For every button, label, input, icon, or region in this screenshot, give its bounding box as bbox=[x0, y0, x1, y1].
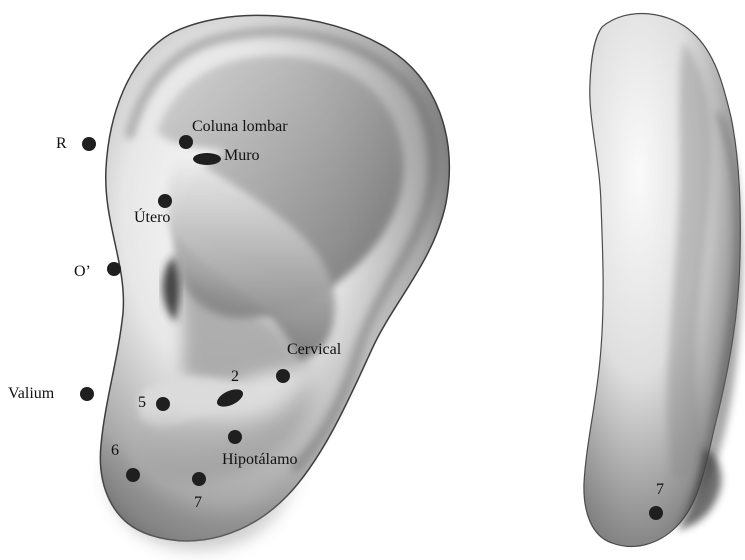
point-5[interactable] bbox=[156, 397, 170, 411]
label-o-prime: O’ bbox=[74, 264, 91, 280]
label-2: 2 bbox=[231, 369, 239, 385]
point-6[interactable] bbox=[126, 468, 140, 482]
side-ear-illustration bbox=[584, 14, 742, 547]
point-muro[interactable] bbox=[193, 153, 221, 165]
front-ear-illustration bbox=[100, 15, 449, 550]
point-valium[interactable] bbox=[80, 387, 94, 401]
point-o-prime[interactable] bbox=[107, 262, 121, 276]
label-cervical: Cervical bbox=[287, 342, 341, 358]
label-valium: Valium bbox=[8, 386, 54, 402]
label-7-side: 7 bbox=[656, 482, 664, 498]
point-7-front[interactable] bbox=[192, 472, 206, 486]
point-hipotalamo[interactable] bbox=[228, 430, 242, 444]
point-cervical[interactable] bbox=[276, 369, 290, 383]
label-6: 6 bbox=[111, 443, 119, 459]
label-utero: Útero bbox=[134, 210, 170, 226]
point-7-side[interactable] bbox=[649, 506, 663, 520]
label-muro: Muro bbox=[224, 148, 260, 164]
label-5: 5 bbox=[138, 395, 146, 411]
point-coluna-lombar[interactable] bbox=[179, 135, 193, 149]
point-r[interactable] bbox=[82, 137, 96, 151]
label-r: R bbox=[56, 136, 67, 152]
point-utero[interactable] bbox=[158, 194, 172, 208]
label-hipotalamo: Hipotálamo bbox=[222, 452, 298, 468]
label-7-front: 7 bbox=[194, 495, 202, 511]
label-coluna-lombar: Coluna lombar bbox=[192, 119, 288, 135]
